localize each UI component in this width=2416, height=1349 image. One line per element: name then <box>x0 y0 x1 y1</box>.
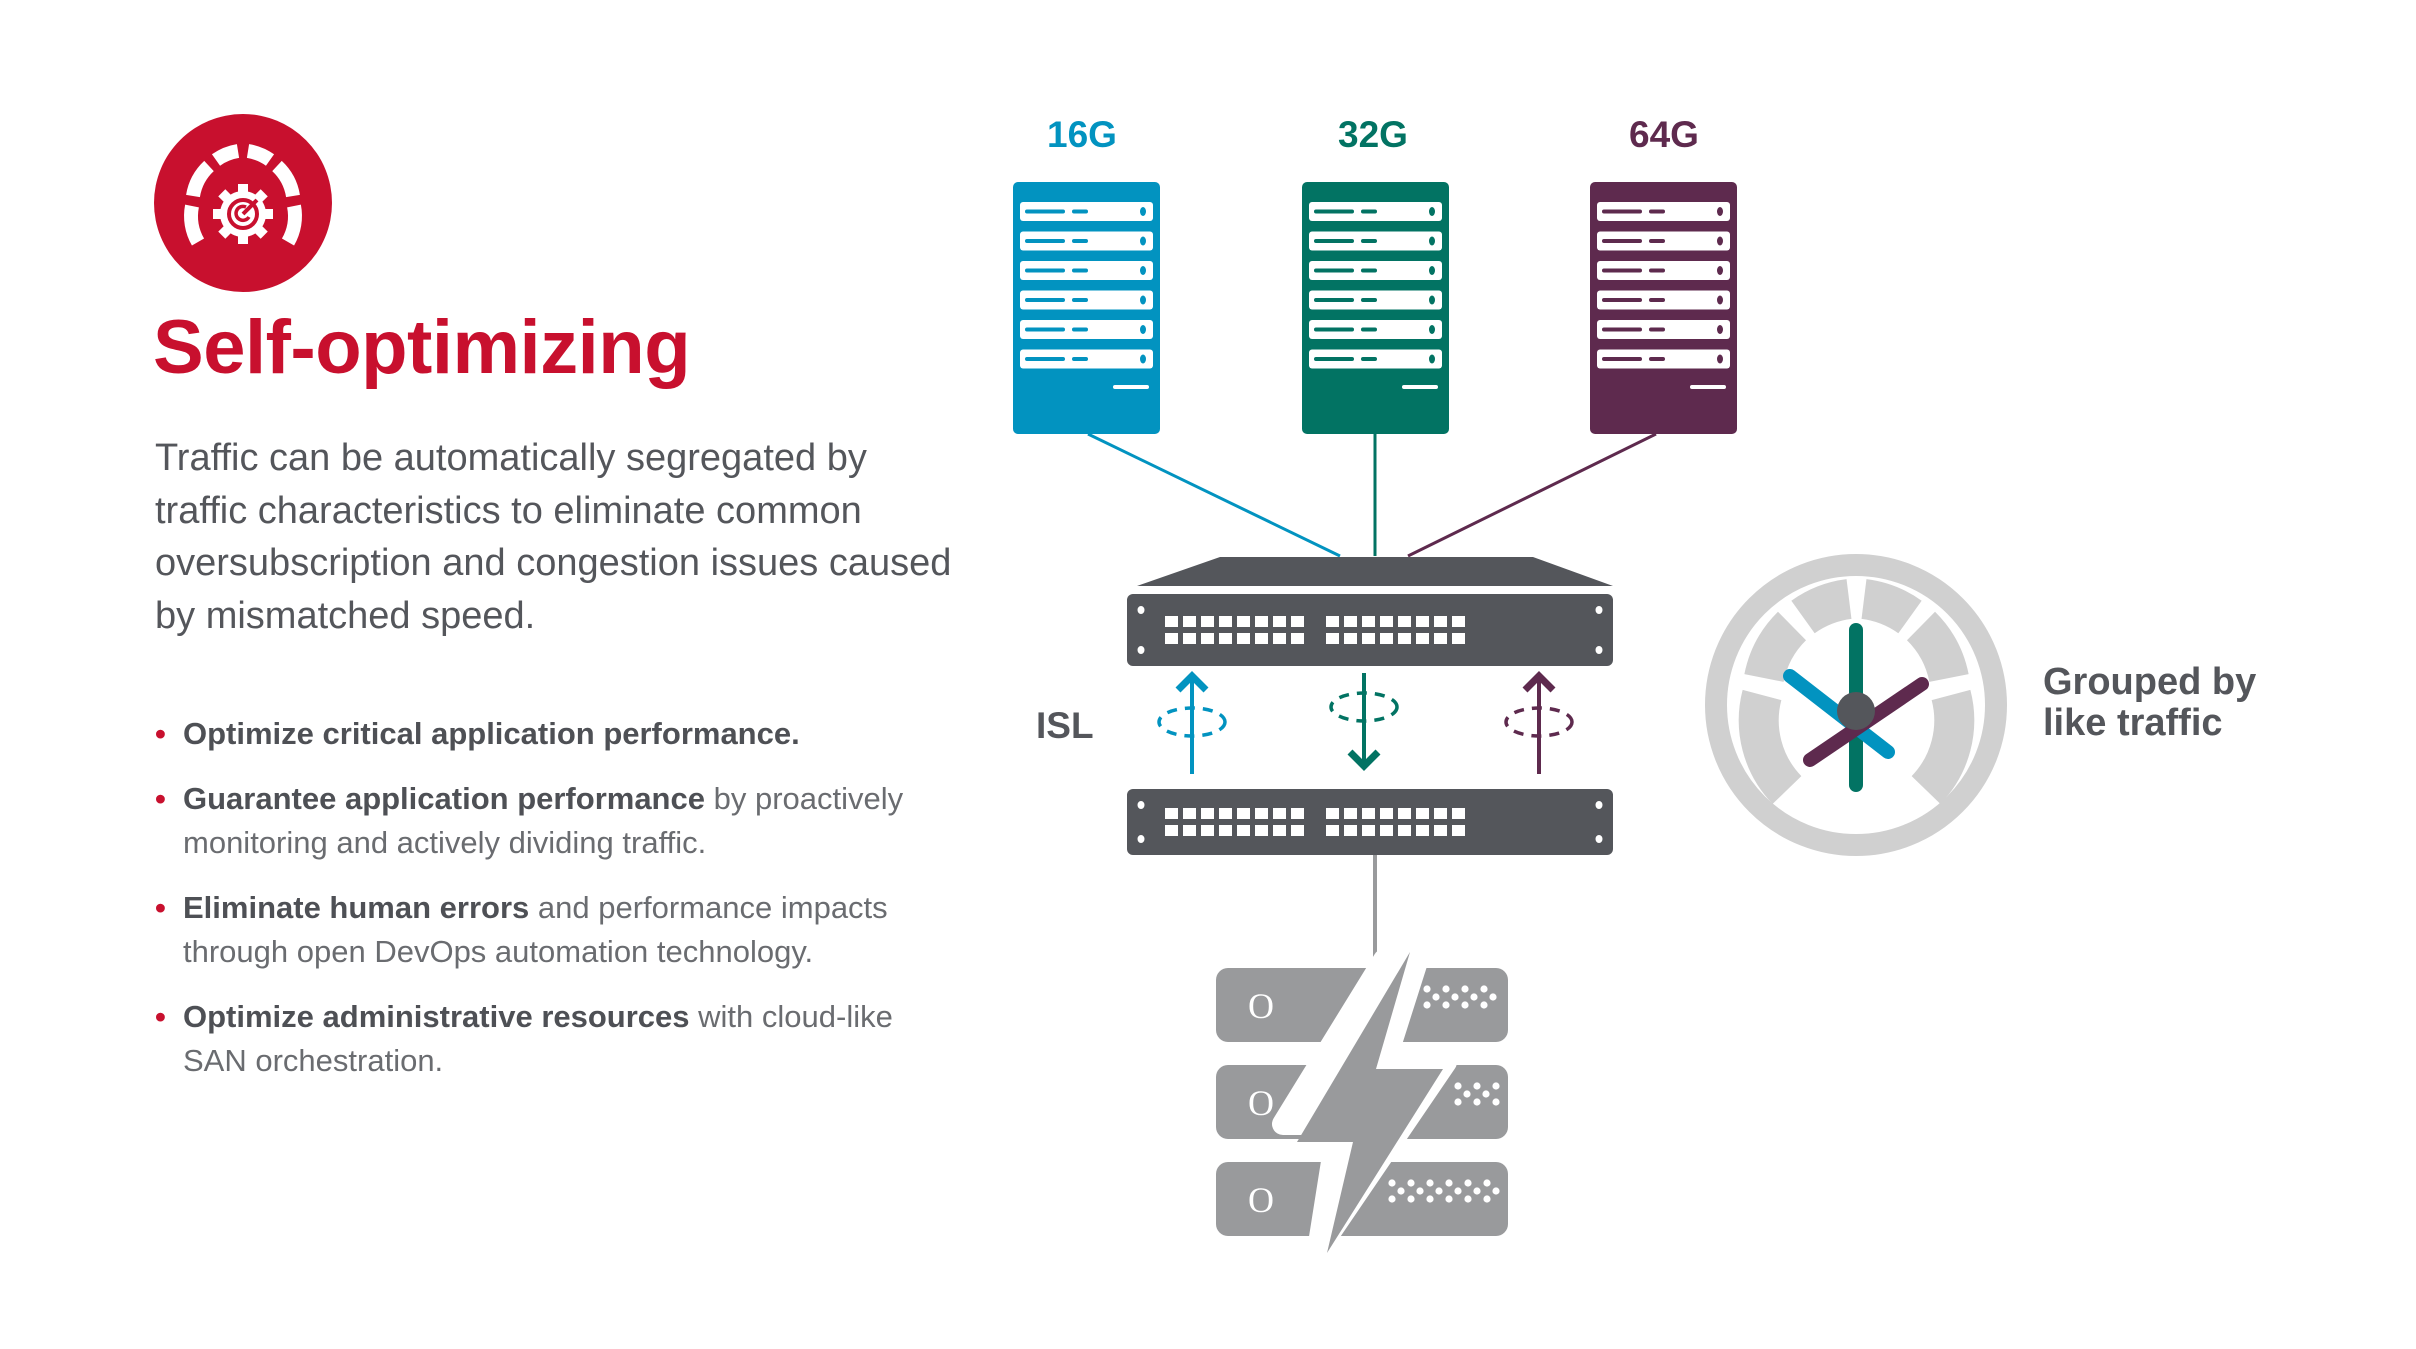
speed-label-16g: 16G <box>1047 114 1117 155</box>
feature-bold: Optimize administrative resources <box>183 998 690 1034</box>
feature-text: and performance impacts through open Dev… <box>183 889 888 970</box>
feature-item: • Eliminate human errors and performance … <box>155 886 935 975</box>
intro-paragraph: Traffic can be automatically segregated … <box>155 437 952 637</box>
page-title: Self-optimizing <box>153 305 691 390</box>
svg-text:O: O <box>1248 1180 1274 1220</box>
switch-top-icon <box>1127 557 1613 666</box>
flash-storage-icon: O O O <box>1216 941 1508 1261</box>
feature-text: by proactively monitoring and actively d… <box>183 780 904 861</box>
traffic-gauge-icon <box>1705 554 2007 856</box>
isl-arrow-32g <box>1329 673 1399 771</box>
link-16g <box>1087 432 1341 558</box>
server-64g-icon <box>1590 182 1737 434</box>
gauge-caption-line2: like traffic <box>2043 702 2223 744</box>
feature-item: • Optimize administrative resources with … <box>155 995 935 1084</box>
feature-bold: Eliminate human errors <box>183 889 530 925</box>
speed-label-64g: 64G <box>1629 114 1699 155</box>
server-32g-icon <box>1302 182 1449 434</box>
feature-text: with cloud-like SAN orchestration. <box>183 998 893 1079</box>
svg-text:O: O <box>1248 1083 1274 1123</box>
bullet-dot: • <box>155 998 166 1034</box>
gauge-caption-line1: Grouped by <box>2043 661 2257 703</box>
gauge-caption: Grouped by like traffic <box>2043 662 2256 744</box>
bullet-dot: • <box>155 780 166 816</box>
link-64g <box>1407 432 1657 558</box>
switch-bottom-icon <box>1127 789 1613 855</box>
speed-label-32g: 32G <box>1338 114 1408 155</box>
bullet-dot: • <box>155 716 166 751</box>
isl-arrow-16g <box>1157 671 1227 774</box>
bullet-dot: • <box>155 889 166 925</box>
feature-item: • Optimize critical application performan… <box>155 712 935 757</box>
feature-item: • Guarantee application performance by pr… <box>155 777 935 866</box>
feature-list: • Optimize critical application performan… <box>155 712 935 1104</box>
feature-bold: Guarantee application performance <box>183 780 705 816</box>
server-16g-icon <box>1013 182 1160 434</box>
isl-arrow-64g <box>1504 671 1574 774</box>
self-optimizing-icon <box>154 114 332 292</box>
svg-text:O: O <box>1248 986 1274 1026</box>
isl-label: ISL <box>1036 705 1094 746</box>
feature-bold: Optimize critical application performanc… <box>183 716 800 751</box>
